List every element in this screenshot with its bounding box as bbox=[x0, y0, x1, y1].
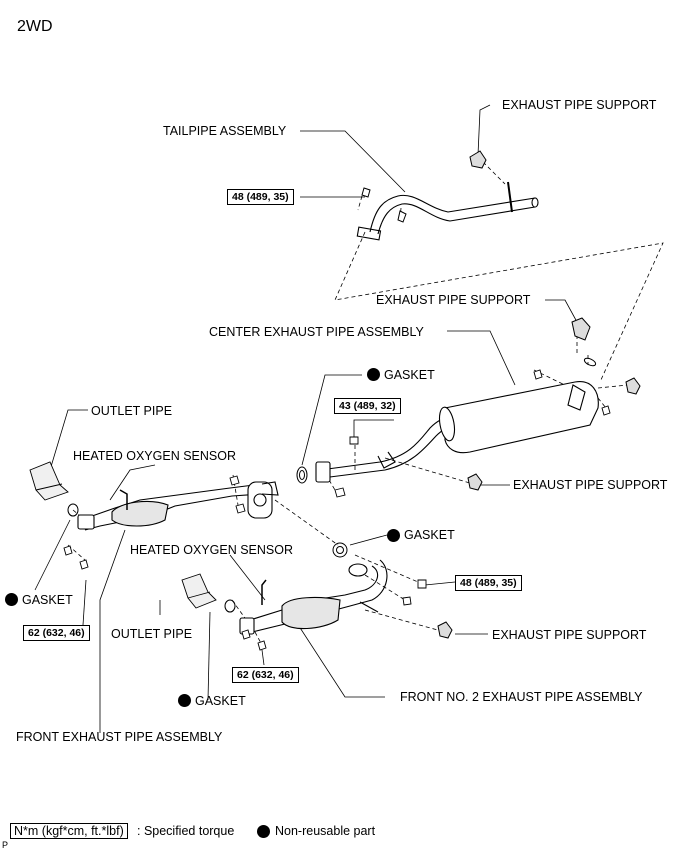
legend-torque-units: N*m (kgf*cm, ft.*lbf) bbox=[10, 823, 128, 839]
label-outlet-pipe-1: OUTLET PIPE bbox=[91, 404, 173, 418]
front2-outlet-pipe bbox=[181, 573, 217, 609]
label-center-exhaust-pipe-assembly: CENTER EXHAUST PIPE ASSEMBLY bbox=[209, 325, 424, 339]
tailpipe-pipe bbox=[356, 181, 539, 241]
torque-center-bolt: 43 (489, 32) bbox=[334, 398, 401, 414]
label-gasket-1: GASKET bbox=[384, 368, 435, 382]
label-front-exhaust-pipe-assembly: FRONT EXHAUST PIPE ASSEMBLY bbox=[16, 730, 223, 744]
nonreusable-mark-2 bbox=[387, 529, 400, 542]
label-gasket-4: GASKET bbox=[195, 694, 246, 708]
label-tailpipe-assembly: TAILPIPE ASSEMBLY bbox=[163, 124, 287, 138]
legend-nonreusable-text: Non-reusable part bbox=[275, 824, 376, 838]
label-heated-oxygen-sensor-1: HEATED OXYGEN SENSOR bbox=[73, 449, 236, 463]
nonreusable-mark-1 bbox=[367, 368, 380, 381]
tailpipe-bolts bbox=[361, 187, 407, 223]
label-gasket-3: GASKET bbox=[22, 593, 73, 607]
label-gasket-2: GASKET bbox=[404, 528, 455, 542]
center-supports bbox=[437, 317, 641, 639]
torque-front-nut: 62 (632, 46) bbox=[23, 625, 90, 641]
label-front-no2-exhaust-pipe-assembly: FRONT NO. 2 EXHAUST PIPE ASSEMBLY bbox=[400, 690, 643, 704]
legend-torque-text: : Specified torque bbox=[137, 824, 235, 838]
leader-lines bbox=[34, 104, 578, 733]
gaskets bbox=[67, 466, 348, 613]
nonreusable-mark-3 bbox=[5, 593, 18, 606]
label-exhaust-pipe-support-1: EXHAUST PIPE SUPPORT bbox=[502, 98, 657, 112]
legend-nonreusable-mark bbox=[257, 825, 270, 838]
label-exhaust-pipe-support-2: EXHAUST PIPE SUPPORT bbox=[376, 293, 531, 307]
page-mark: P bbox=[2, 840, 9, 850]
front2-pipe bbox=[239, 559, 388, 635]
torque-front2-nut: 62 (632, 46) bbox=[232, 667, 299, 683]
front-pipe bbox=[77, 481, 279, 531]
label-exhaust-pipe-support-3: EXHAUST PIPE SUPPORT bbox=[513, 478, 668, 492]
page-title: 2WD bbox=[17, 18, 53, 35]
torque-tailpipe-bolt: 48 (489, 35) bbox=[227, 189, 294, 205]
front-outlet-pipe bbox=[29, 461, 69, 501]
torque-front2-bolt: 48 (489, 35) bbox=[455, 575, 522, 591]
tailpipe-support bbox=[469, 150, 487, 169]
label-heated-oxygen-sensor-2: HEATED OXYGEN SENSOR bbox=[130, 543, 293, 557]
nonreusable-mark-4 bbox=[178, 694, 191, 707]
center-pipe bbox=[315, 381, 599, 483]
label-outlet-pipe-2: OUTLET PIPE bbox=[111, 627, 193, 641]
label-exhaust-pipe-support-4: EXHAUST PIPE SUPPORT bbox=[492, 628, 647, 642]
fasteners bbox=[63, 369, 611, 651]
